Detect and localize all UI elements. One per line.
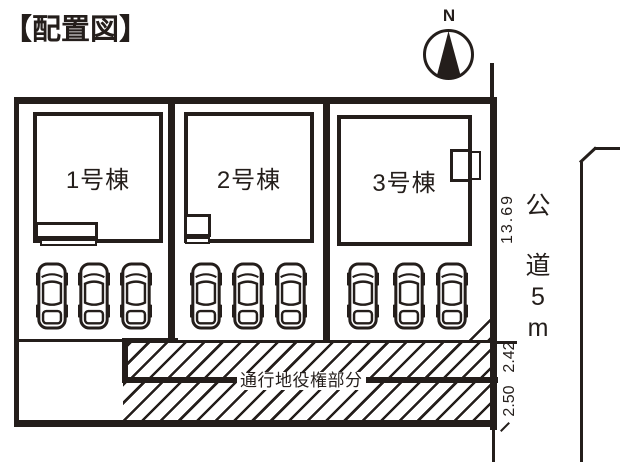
car-icon	[190, 260, 222, 332]
parking-line-lots23	[175, 340, 490, 343]
car-icon	[120, 260, 152, 332]
parking-line-lot1	[19, 339, 125, 342]
building-1-porch	[35, 222, 98, 239]
boundary-stub-north	[490, 63, 494, 99]
building-3-side-box	[450, 149, 471, 182]
building-3-label: 3号棟	[372, 170, 437, 197]
north-compass-icon	[423, 29, 474, 80]
easement-label: 通行地役権部分	[237, 372, 366, 390]
road-label-char: m	[527, 314, 549, 342]
building-2-step	[185, 237, 210, 244]
road-label-char: 公	[525, 192, 551, 220]
boundary-extension-line	[492, 430, 495, 462]
plot-boundary-north	[14, 97, 497, 104]
dimension-upper-strip: 2.42	[501, 341, 518, 373]
dimension-east-boundary: 13.69	[499, 193, 516, 245]
building-2-porch	[184, 214, 211, 237]
car-icon	[347, 260, 379, 332]
car-icon	[393, 260, 425, 332]
car-icon	[36, 260, 68, 332]
plot-boundary-west	[14, 97, 19, 427]
easement-step-west	[122, 338, 128, 383]
building-3: 3号棟	[337, 115, 472, 246]
compass-north-label: N	[442, 6, 456, 25]
lot-divider-2-3	[323, 104, 330, 343]
car-icon	[232, 260, 264, 332]
building-2-label: 2号棟	[216, 167, 282, 194]
car-icon	[78, 260, 110, 332]
easement-hatch-corner	[466, 306, 490, 340]
car-icon	[275, 260, 307, 332]
road-edge-east	[580, 162, 583, 462]
plot-boundary-south	[14, 420, 497, 427]
dimension-tick-upper	[490, 341, 517, 344]
easement-hatch-upper	[128, 343, 490, 377]
car-icon	[436, 260, 468, 332]
building-1-label: 1号棟	[65, 167, 131, 194]
dimension-tick-lower	[500, 422, 510, 432]
plot-boundary-east	[490, 97, 497, 430]
lot-divider-1-2	[168, 104, 175, 341]
road-label-char: 5	[531, 283, 545, 311]
dimension-lower-strip: 2.50	[501, 385, 518, 417]
building-1-step	[40, 239, 97, 246]
easement-step-top	[122, 338, 178, 343]
building-1: 1号棟	[33, 112, 163, 243]
building-3-side-strip	[470, 151, 481, 180]
road-edge-north	[594, 147, 620, 150]
page-title: 【配置図】	[3, 14, 149, 46]
road-label-char: 道	[525, 252, 551, 280]
road-edge-chamfer	[578, 146, 598, 164]
